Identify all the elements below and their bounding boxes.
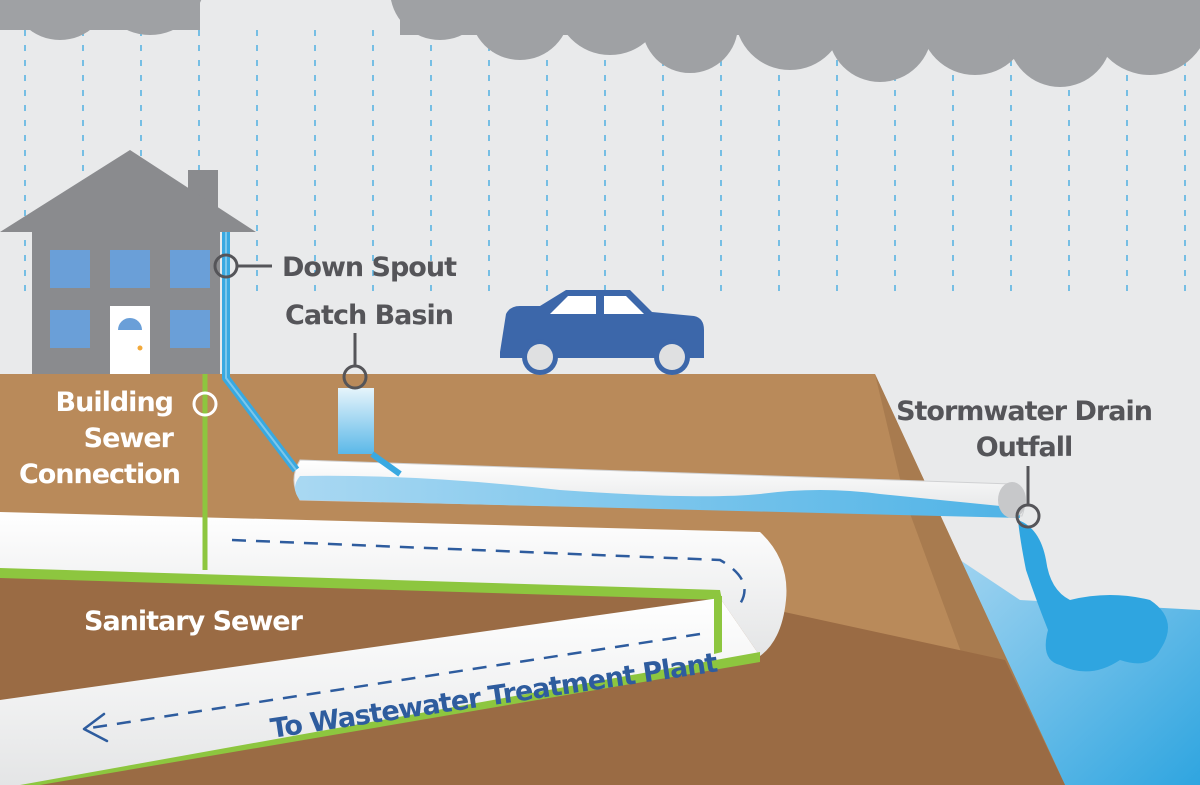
sanitary-sewer-sediment-upper: [0, 568, 722, 600]
catch-basin-pipe: [370, 451, 402, 477]
flow-arrowhead: [82, 712, 109, 743]
callout-building-sewer-marker: [192, 391, 218, 417]
sanitary-sewer-pipe-lower: [0, 598, 760, 785]
down-spout-highlight: [225, 232, 297, 471]
car-window-rear: [604, 296, 644, 314]
stormwater-pipe-end: [998, 482, 1026, 518]
house-windows: [50, 250, 210, 348]
label-stormwater-drain: Stormwater Drain: [896, 396, 1152, 427]
callouts: [213, 253, 1041, 529]
car-wheel-rear: [659, 344, 685, 370]
rain: [24, 30, 1186, 300]
car-body: [500, 290, 704, 358]
label-outfall: Outfall: [976, 432, 1073, 463]
car-wheel-front: [527, 344, 553, 370]
door-knob: [137, 345, 143, 351]
car: [500, 290, 704, 375]
door-transom: [118, 318, 142, 330]
flow-arrow-lower: [89, 632, 701, 730]
label-catch-basin: Catch Basin: [285, 300, 453, 331]
house-roof: [0, 150, 256, 232]
house-door: [110, 306, 150, 374]
label-sewer: Sewer: [84, 423, 175, 454]
clouds: [0, 0, 1200, 87]
label-down-spout: Down Spout: [282, 252, 457, 283]
down-spout-pipe: [222, 232, 300, 473]
flow-arrow-upper: [231, 538, 746, 605]
catch-basin: [338, 388, 374, 454]
label-sanitary-sewer: Sanitary Sewer: [84, 606, 304, 637]
stormwater-pipe-water: [295, 475, 1020, 518]
label-building: Building: [56, 387, 173, 418]
car-window-front: [550, 296, 596, 314]
label-connection: Connection: [19, 459, 180, 490]
ground-bank: [875, 374, 1065, 785]
outfall-stream: [1018, 520, 1168, 672]
sanitary-sewer-sediment-lower: [20, 652, 760, 785]
house: [0, 150, 256, 374]
sanitary-sewer-bend-line: [714, 596, 722, 654]
